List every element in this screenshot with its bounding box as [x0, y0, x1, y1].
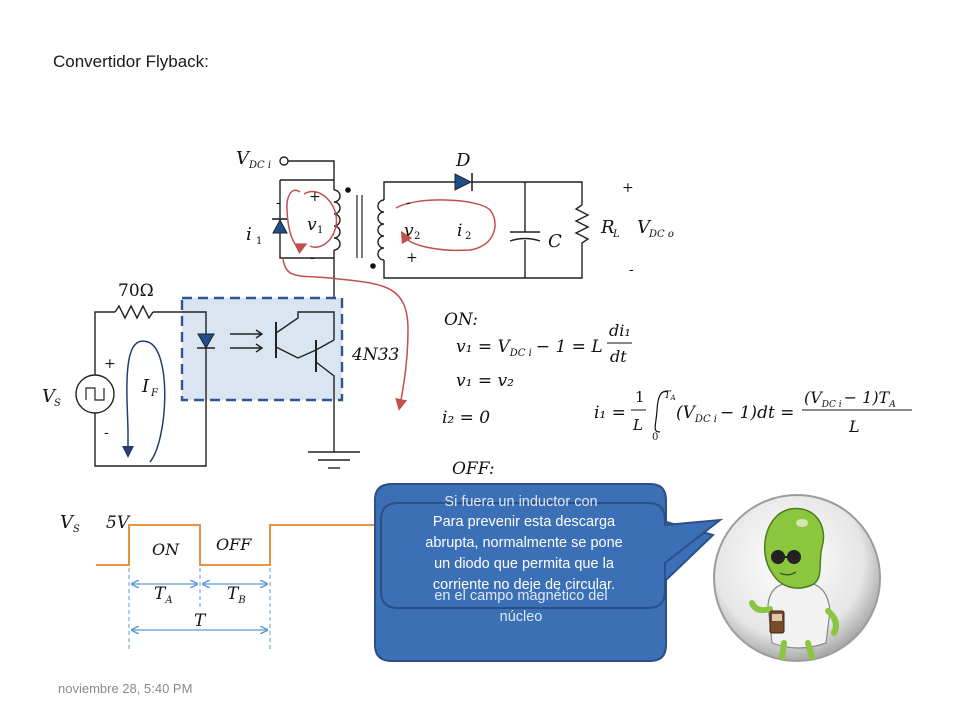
label-i2: i	[457, 221, 462, 241]
input-resistor	[114, 304, 154, 320]
callout-back-line: en el campo magnético del	[434, 588, 608, 604]
callout-back-text: Si fuera un inductor con en el campo mag…	[380, 492, 662, 628]
label-v1-sub: 1	[317, 225, 323, 236]
v2-plus: +	[406, 250, 418, 266]
input-circuit	[75, 304, 207, 467]
v1-minus-bottom: -	[310, 250, 315, 266]
label-resistor: 70Ω	[118, 281, 154, 301]
int-upper: TA	[664, 390, 676, 402]
callout-front-line: abrupta, normalmente se pone	[425, 535, 623, 551]
vs-plus: +	[104, 356, 116, 372]
vdc-in-terminal	[279, 156, 289, 166]
optocoupler-internals	[205, 311, 335, 400]
label-i2-sub: 2	[465, 231, 471, 242]
timing-t: T	[194, 611, 207, 631]
label-rl-sub: L	[612, 229, 620, 240]
v1-minus: -	[276, 195, 281, 211]
ground-symbol	[308, 400, 360, 469]
eq-1-dt: dt	[610, 347, 627, 366]
callout-front-line: Para prevenir esta descarga	[432, 514, 616, 530]
label-vs-sub: S	[54, 398, 61, 409]
eq-3: i₂ = 0	[442, 408, 490, 428]
timing-off: OFF	[216, 535, 252, 554]
timing-5v: 5V	[106, 513, 131, 533]
timing-guides	[128, 568, 271, 650]
loop-i1-left	[286, 189, 308, 255]
dot-primary	[345, 187, 351, 193]
label-if: I	[141, 376, 150, 397]
timing-on: ON	[152, 540, 180, 559]
eq-on-label: ON:	[444, 310, 478, 330]
label-rl: R	[600, 217, 615, 238]
eq-1-di: di₁	[609, 321, 631, 340]
label-vs: V	[42, 386, 57, 407]
transfer-arrow	[282, 257, 409, 411]
vs-source	[75, 374, 115, 414]
eq-1: v₁ = VDC i− 1 = L	[456, 337, 603, 359]
timing-tb: TB	[227, 584, 246, 606]
out-plus: +	[622, 180, 634, 196]
int-lower: 0	[652, 432, 658, 443]
primary-winding	[333, 189, 341, 251]
label-vdc-out-sub: DC o	[648, 229, 674, 240]
eq-4-den: L	[848, 417, 860, 436]
callout-front	[380, 502, 724, 609]
out-minus: -	[629, 262, 634, 278]
label-i1-sub: 1	[256, 236, 262, 247]
load-resistor	[574, 204, 590, 258]
label-diode-d: D	[455, 150, 471, 171]
eq-4-one: 1	[635, 388, 645, 406]
callout-front-text: Para prevenir esta descarga abrupta, nor…	[384, 512, 664, 596]
integral-sign	[654, 390, 669, 433]
label-vdc-in-sub: DC i	[248, 160, 271, 171]
label-vdc-in: V	[236, 148, 251, 169]
label-capacitor: C	[548, 231, 562, 252]
timing-vs: VS	[60, 512, 80, 535]
page-title: Convertidor Flyback:	[53, 52, 209, 71]
secondary-winding	[377, 199, 385, 261]
v1-plus: +	[309, 189, 321, 205]
eq-off-label: OFF:	[452, 459, 495, 479]
secondary-circuit	[383, 181, 590, 279]
eq-2: v₁ = v₂	[456, 371, 514, 391]
label-if-sub: F	[150, 388, 159, 399]
eq-4-lhs: i₁ =	[594, 403, 626, 423]
label-i1: i	[246, 224, 252, 245]
callout-back-line: núcleo	[499, 609, 543, 625]
footer-timestamp: noviembre 28, 5:40 PM	[58, 681, 193, 696]
callout-front-line: corriente no deje de circular.	[432, 577, 616, 593]
eq-4-body: (VDC i− 1)dt =	[676, 403, 794, 425]
opto-led	[197, 333, 215, 350]
dot-secondary	[370, 263, 376, 269]
loop-if	[126, 340, 166, 463]
professor-character-icon	[713, 494, 881, 662]
output-diode	[454, 173, 473, 191]
label-v1: v	[307, 215, 317, 235]
timing-ta: TA	[154, 584, 173, 606]
primary-diode	[272, 218, 288, 234]
v2-minus: -	[406, 195, 411, 211]
callout-front-line: un diodo que permita que la	[434, 556, 614, 572]
label-vdc-out: V	[637, 217, 652, 238]
label-v2: v	[404, 221, 414, 241]
eq-4-L: L	[632, 416, 643, 434]
label-v2-sub: 2	[414, 231, 420, 242]
loop-i2	[395, 199, 496, 252]
callout-back-line: Si fuera un inductor con	[444, 494, 598, 510]
label-4n33: 4N33	[351, 345, 399, 365]
eq-4-num: (VDC i− 1)TA	[804, 388, 896, 410]
vs-waveform	[96, 524, 380, 566]
loop-i1-right	[303, 190, 338, 248]
vs-minus: -	[104, 425, 109, 441]
